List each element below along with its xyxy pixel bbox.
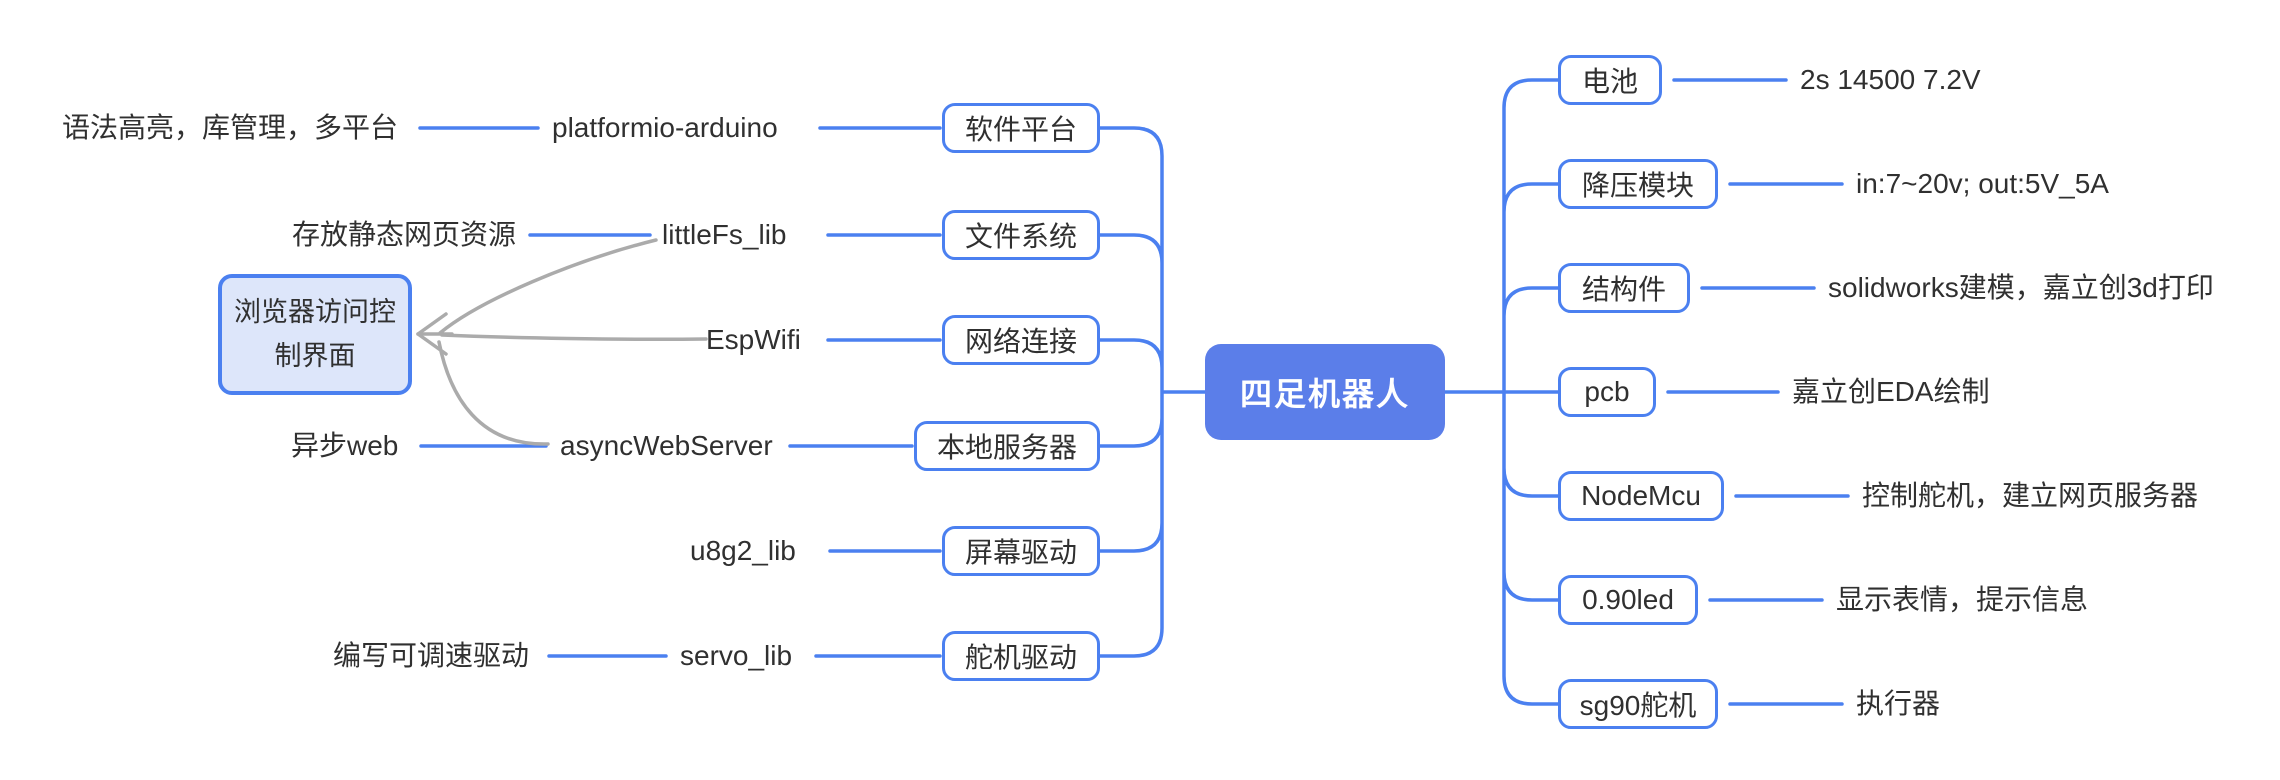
gray-reference-edges	[416, 238, 708, 446]
detail-oled-spec[interactable]: 显示表情，提示信息	[1836, 584, 2089, 616]
topic-buck-module[interactable]: 降压模块	[1558, 159, 1718, 209]
topic-screen-driver[interactable]: 屏幕驱动	[942, 526, 1100, 576]
lib-espwifi[interactable]: EspWifi	[706, 324, 801, 356]
topic-oled[interactable]: 0.90led	[1558, 575, 1698, 625]
left-leaf-edges	[418, 126, 942, 658]
topic-structural-parts[interactable]: 结构件	[1558, 263, 1690, 313]
topic-nodemcu[interactable]: NodeMcu	[1558, 471, 1724, 521]
note-syntax-highlight[interactable]: 语法高亮，库管理，多平台	[62, 112, 399, 144]
topic-network-connection[interactable]: 网络连接	[942, 315, 1100, 365]
topic-sg90-servo[interactable]: sg90舵机	[1558, 679, 1718, 729]
lib-platformio-arduino[interactable]: platformio-arduino	[552, 112, 778, 144]
detail-sg90-spec[interactable]: 执行器	[1856, 688, 1941, 720]
topic-servo-driver[interactable]: 舵机驱动	[942, 631, 1100, 681]
topic-software-platform[interactable]: 软件平台	[942, 103, 1100, 153]
lib-servo[interactable]: servo_lib	[680, 640, 793, 672]
topic-file-system[interactable]: 文件系统	[942, 210, 1100, 260]
lib-littlefs[interactable]: littleFs_lib	[662, 219, 787, 251]
left-bracket	[1098, 126, 1210, 658]
topic-battery[interactable]: 电池	[1558, 55, 1662, 105]
lib-asyncwebserver[interactable]: asyncWebServer	[560, 430, 773, 462]
floating-note-browser-ui[interactable]: 浏览器访问控制界面	[218, 274, 412, 395]
root-node[interactable]: 四足机器人	[1205, 344, 1445, 440]
detail-buck-spec[interactable]: in:7~20v; out:5V_5A	[1856, 168, 2109, 200]
topic-local-server[interactable]: 本地服务器	[914, 421, 1100, 471]
gray-arrowhead-icon	[416, 312, 448, 356]
lib-u8g2[interactable]: u8g2_lib	[690, 535, 796, 567]
detail-pcb-spec[interactable]: 嘉立创EDA绘制	[1792, 376, 1990, 408]
note-speed-adjustable-driver[interactable]: 编写可调速驱动	[333, 640, 530, 672]
right-bracket	[1442, 78, 1560, 706]
detail-nodemcu-spec[interactable]: 控制舵机，建立网页服务器	[1862, 480, 2199, 512]
detail-battery-spec[interactable]: 2s 14500 7.2V	[1800, 64, 1981, 96]
note-static-web-assets[interactable]: 存放静态网页资源	[292, 219, 517, 251]
detail-structure-spec[interactable]: solidworks建模，嘉立创3d打印	[1828, 272, 2214, 304]
note-async-web[interactable]: 异步web	[291, 430, 399, 462]
topic-pcb[interactable]: pcb	[1558, 367, 1656, 417]
